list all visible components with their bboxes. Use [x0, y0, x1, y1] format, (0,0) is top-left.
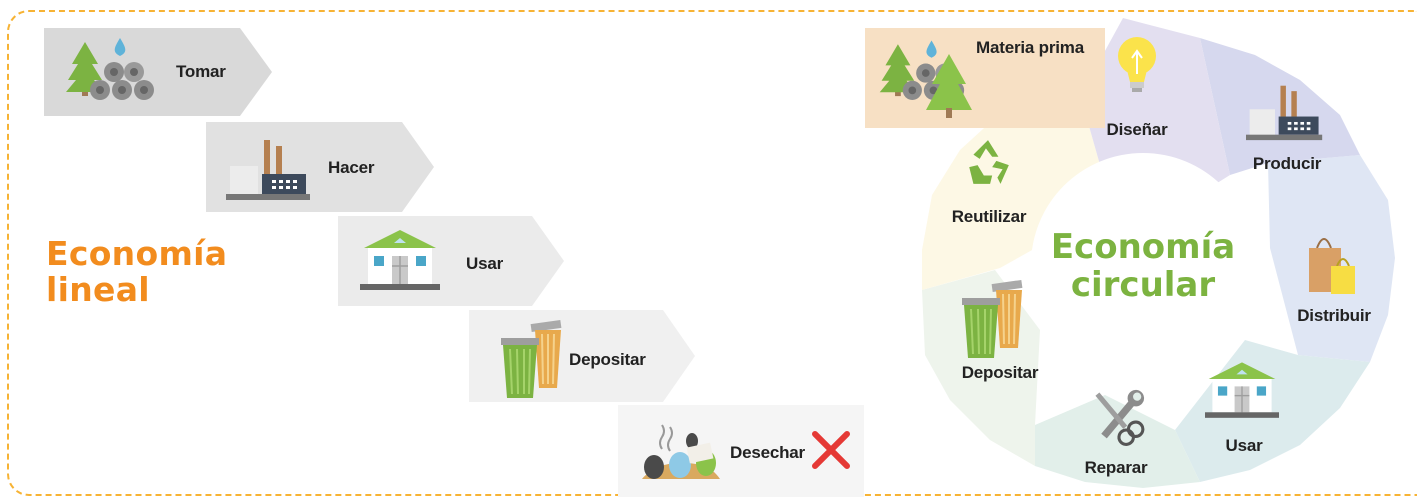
label-materia-prima: Materia prima	[976, 38, 1084, 57]
lightbulb-icon	[1117, 36, 1157, 93]
step-label: Desechar	[730, 443, 805, 462]
label-distribuir: Distribuir	[1297, 306, 1371, 325]
step-card-shape	[618, 405, 864, 497]
step-label: Usar	[466, 254, 504, 273]
factory-icon	[226, 140, 310, 200]
recycle-icon	[969, 140, 1009, 184]
circular-economy-title: Economía circular	[1051, 228, 1235, 304]
red-x-icon	[812, 431, 850, 469]
linear-step-usar: Usar	[338, 216, 564, 306]
label-disenar: Diseñar	[1106, 120, 1168, 139]
shopping-bags-icon	[1308, 238, 1356, 295]
label-reutilizar: Reutilizar	[951, 207, 1027, 226]
step-label: Tomar	[176, 62, 226, 81]
garbage-pile-icon	[641, 424, 721, 480]
tree-icon	[926, 54, 972, 118]
wheel-center	[1031, 153, 1255, 377]
segment-producir	[1200, 38, 1360, 175]
factory-icon	[1246, 85, 1323, 141]
linear-title-line2: lineal	[46, 270, 150, 309]
trash-bins-icon	[500, 318, 563, 399]
raw-materials-icon	[66, 38, 154, 100]
label-producir: Producir	[1252, 154, 1322, 173]
linear-step-desechar: Desechar	[618, 405, 864, 497]
step-label: Depositar	[569, 350, 646, 369]
trash-bins-icon	[961, 278, 1024, 359]
step-label: Hacer	[328, 158, 375, 177]
linear-step-hacer: Hacer	[206, 122, 434, 212]
segment-reparar	[1035, 395, 1200, 488]
linear-title-line1: Economía	[46, 234, 228, 273]
house-icon	[360, 230, 440, 291]
tools-icon	[1088, 384, 1149, 449]
linear-step-tomar: Tomar	[44, 28, 272, 116]
segment-reutilizar	[922, 112, 1110, 290]
linear-economy-title: Economía lineal	[46, 236, 286, 308]
label-reparar: Reparar	[1084, 458, 1148, 477]
label-usar: Usar	[1225, 436, 1263, 455]
linear-step-depositar: Depositar	[469, 310, 695, 402]
circular-title-line2: circular	[1070, 265, 1216, 305]
label-depositar: Depositar	[961, 363, 1039, 382]
house-icon	[1205, 362, 1279, 419]
circular-title-line1: Economía	[1050, 227, 1236, 267]
